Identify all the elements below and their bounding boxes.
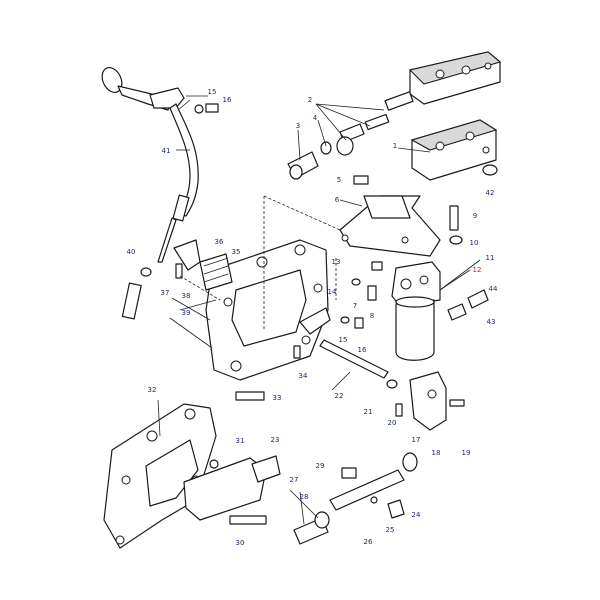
callout-37: 37 (161, 289, 170, 297)
callout-27: 27 (290, 476, 299, 484)
control-valve-upper (287, 51, 502, 180)
callout-33: 33 (273, 394, 282, 402)
callout-8: 8 (370, 312, 374, 320)
callout-15-top: 15 (208, 88, 217, 96)
callout-38: 38 (182, 292, 191, 300)
callout-4: 4 (313, 114, 318, 122)
callout-18: 18 (432, 449, 441, 457)
callout-1: 1 (393, 142, 397, 150)
callout-5: 5 (337, 176, 341, 184)
callout-31: 31 (236, 437, 245, 445)
control-valve-lower (353, 119, 498, 185)
callout-10: 10 (470, 239, 479, 247)
callout-11: 11 (486, 254, 495, 262)
shaft-linkage (293, 307, 465, 431)
callout-28: 28 (300, 493, 309, 501)
callout-13: 13 (332, 258, 341, 266)
callout-16-mid: 16 (358, 346, 367, 354)
callout-32: 32 (148, 386, 157, 394)
callout-24: 24 (412, 511, 421, 519)
callout-6: 6 (335, 196, 340, 204)
callout-16-top: 16 (223, 96, 232, 104)
callout-2: 2 (308, 96, 312, 104)
lower-housing-plate (103, 391, 281, 549)
callout-34: 34 (299, 372, 308, 380)
callout-9: 9 (473, 212, 477, 220)
callout-40: 40 (127, 248, 136, 256)
callout-labels: 1 2 3 4 5 6 7 8 9 10 11 12 13 14 15 15 1… (127, 88, 498, 547)
dipstick-assembly (101, 67, 219, 263)
callout-30: 30 (236, 539, 245, 547)
callout-39: 39 (182, 309, 191, 317)
callout-12: 12 (473, 266, 482, 274)
callout-29: 29 (316, 462, 325, 470)
callout-26: 26 (364, 538, 373, 546)
callout-19: 19 (462, 449, 471, 457)
callout-14: 14 (328, 288, 337, 296)
callout-leaders (157, 99, 481, 525)
spool-group (293, 452, 418, 545)
callout-42: 42 (486, 189, 495, 197)
callout-25: 25 (386, 526, 395, 534)
mounting-bracket (339, 195, 463, 257)
callout-41: 41 (162, 147, 171, 155)
assembly-guide-lines (179, 195, 341, 330)
callout-43: 43 (487, 318, 496, 326)
callout-17: 17 (412, 436, 421, 444)
callout-3: 3 (296, 122, 300, 130)
callout-22: 22 (335, 392, 344, 400)
callout-35: 35 (232, 248, 241, 256)
callout-15-mid: 15 (339, 336, 348, 344)
callout-44: 44 (489, 285, 498, 293)
upper-housing-plate (121, 239, 329, 381)
filter-assembly (340, 261, 489, 361)
callout-21: 21 (364, 408, 373, 416)
callout-36: 36 (215, 238, 224, 246)
callout-20: 20 (388, 419, 397, 427)
callout-7: 7 (353, 302, 357, 310)
callout-23: 23 (271, 436, 280, 444)
